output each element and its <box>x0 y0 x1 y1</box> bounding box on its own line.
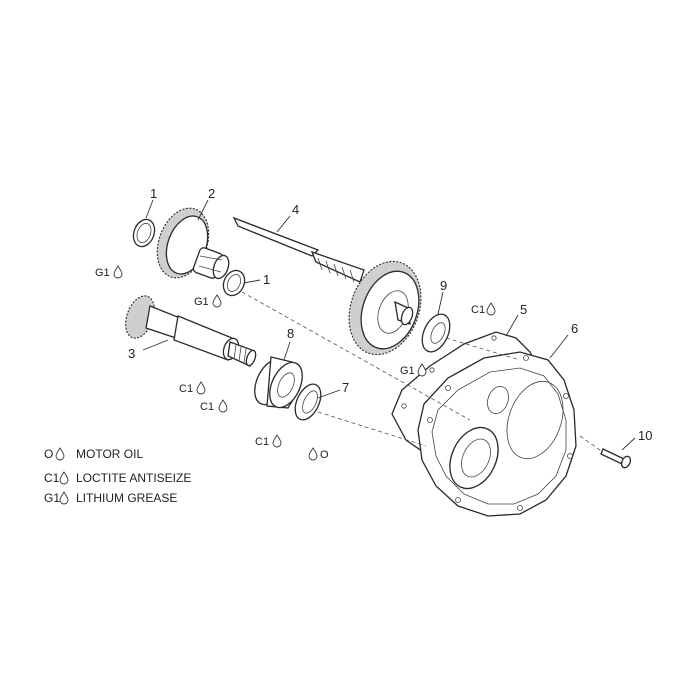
part-1-ring-lower <box>222 269 246 297</box>
part-10-bolt <box>600 448 632 469</box>
callout-8: 8 <box>287 326 294 341</box>
part-4-main-shaft <box>232 216 422 356</box>
legend-code: C1 <box>44 471 60 485</box>
callout-1-lower: 1 <box>263 272 270 287</box>
callout-numbers: 1 2 4 1 3 8 7 9 5 6 10 <box>128 186 652 443</box>
code-c1-shaft3-b: C1 <box>200 401 214 413</box>
lubricant-drop-icon <box>113 265 123 279</box>
callout-7: 7 <box>342 380 349 395</box>
lubricant-drop-icon <box>272 434 282 448</box>
legend-item-lithium-grease: G1 LITHIUM GREASE <box>44 491 177 505</box>
callout-10: 10 <box>638 428 652 443</box>
lubricant-drop-icon <box>417 363 427 377</box>
legend-code: G1 <box>44 491 60 505</box>
part-9-bearing <box>421 313 451 353</box>
part-1-ring <box>132 218 156 248</box>
code-g1-ring1b: G1 <box>194 296 209 308</box>
part-6-cover <box>417 351 577 517</box>
legend-item-motor-oil: O MOTOR OIL <box>44 447 143 461</box>
callout-9: 9 <box>440 278 447 293</box>
part-3-secondary-shaft <box>125 295 257 367</box>
lubricant-legend: O MOTOR OIL C1 LOCTITE ANTISEIZE G1 LITH… <box>44 447 191 505</box>
assembly-lines <box>241 291 601 451</box>
lubricant-drop-icon <box>212 294 222 308</box>
part-8-bearing <box>254 356 303 409</box>
lubricant-drop-icon <box>196 381 206 395</box>
lubricant-drop-icon <box>55 447 65 461</box>
lubricant-drop-icon <box>308 447 318 461</box>
callout-1: 1 <box>150 186 157 201</box>
code-g1-bearing9: G1 <box>400 365 415 377</box>
callout-6: 6 <box>571 321 578 336</box>
callout-2: 2 <box>208 186 215 201</box>
lubricant-markers: G1 G1 C1 C1 C1 O C1 G1 <box>95 265 496 461</box>
legend-code: O <box>44 447 53 461</box>
lubricant-drop-icon <box>486 302 496 316</box>
code-c1-bearing9: C1 <box>471 304 485 316</box>
leader-lines <box>142 199 636 451</box>
legend-item-loctite: C1 LOCTITE ANTISEIZE <box>44 471 191 485</box>
code-c1-bearing8: C1 <box>255 436 269 448</box>
legend-label: LITHIUM GREASE <box>76 491 177 505</box>
legend-label: LOCTITE ANTISEIZE <box>76 471 191 485</box>
lubricant-drop-icon <box>59 491 69 505</box>
lubricant-drop-icon <box>59 471 69 485</box>
code-g1-gear2: G1 <box>95 267 110 279</box>
part-7-seal <box>294 383 322 421</box>
callout-3: 3 <box>128 346 135 361</box>
lubricant-drop-icon <box>218 399 228 413</box>
part-2-gear <box>156 207 230 280</box>
legend-label: MOTOR OIL <box>76 447 143 461</box>
code-c1-shaft3-a: C1 <box>179 383 193 395</box>
code-o-seal7: O <box>320 449 329 461</box>
callout-4: 4 <box>292 202 299 217</box>
callout-5: 5 <box>520 302 527 317</box>
